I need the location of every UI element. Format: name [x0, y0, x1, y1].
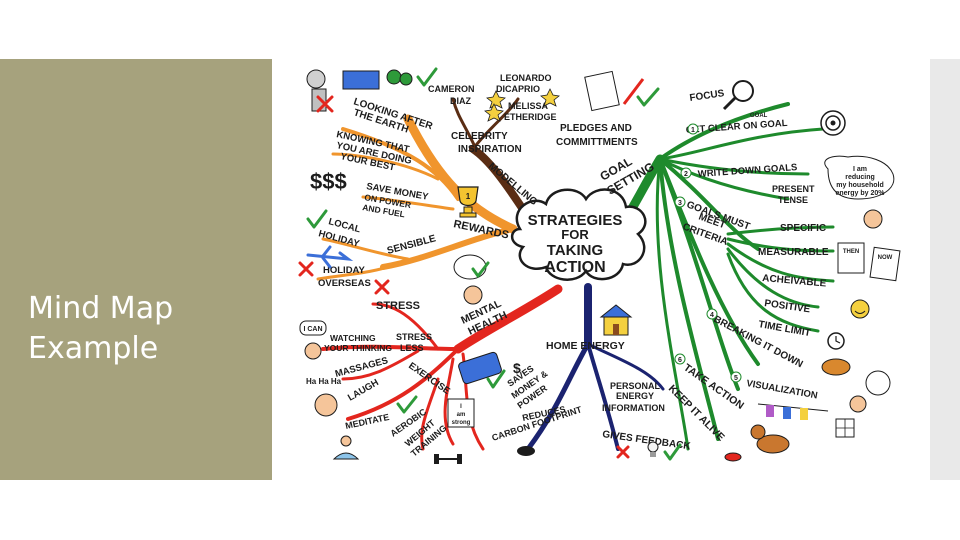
bread-icon [821, 358, 851, 376]
strong-note-3: strong [452, 420, 471, 426]
strong-note-1: I [460, 404, 462, 410]
center-line-2: FOR [561, 227, 589, 242]
orange-branches [316, 114, 518, 281]
label-now: NOW [878, 255, 893, 261]
label-holiday-overseas-1: HOLIDAY [323, 265, 366, 276]
label-exercise: EXERCISE [406, 360, 452, 397]
slide-title-line-2: Example [28, 331, 159, 366]
step-1: 1 [691, 127, 695, 134]
piggy-bank-icon [458, 351, 502, 385]
label-write-goals: WRITE DOWN GOALS [697, 162, 797, 180]
reducing-note-icon: I am reducing my household energy by 20% [824, 155, 895, 200]
label-stress-less-2: LESS [400, 343, 424, 353]
label-present: PRESENT [772, 184, 815, 194]
grid-map-icon [835, 418, 855, 438]
label-celebrity: CELEBRITY [451, 131, 508, 142]
navy-dollar: $ [513, 360, 521, 376]
meditating-person-icon [332, 435, 360, 460]
label-measurable: MEASURABLE [758, 247, 829, 258]
step-6: 6 [678, 357, 682, 364]
label-inspiration: INSPIRATION [458, 144, 522, 155]
reducing-note-2: reducing [845, 174, 875, 181]
step-5: 5 [734, 375, 738, 382]
target-icon [820, 110, 846, 136]
brown-branches [451, 97, 530, 218]
check-icons [306, 67, 682, 461]
label-i-can: I CAN [303, 326, 322, 333]
label-personal: PERSONAL [610, 381, 661, 391]
label-then: THEN [843, 249, 859, 255]
label-focus: FOCUS [689, 88, 726, 104]
title-panel: Mind Map Example [0, 59, 272, 480]
clipboard-icon [584, 70, 645, 112]
face-icon [304, 209, 883, 417]
step-2: 2 [684, 171, 688, 178]
trophy-number: 1 [466, 192, 471, 201]
label-specific: SPECIFIC [780, 223, 826, 234]
reducing-note-1: I am [853, 166, 867, 173]
trophy-icon: 1 [457, 186, 479, 218]
celeb-diaz: DIAZ [450, 96, 471, 106]
celeb-melissa: MELISSA [508, 101, 549, 111]
clock-icon [827, 332, 845, 350]
lightbulb-icon [647, 441, 659, 457]
label-visualization: VISUALIZATION [745, 378, 818, 401]
center-line-3: TAKING [547, 242, 603, 259]
center-node: STRATEGIES FOR TAKING ACTION [510, 188, 647, 281]
laundry-line-icon [757, 403, 829, 420]
label-stress: STRESS [376, 300, 420, 312]
label-tense: TENSE [778, 195, 808, 205]
label-watching: WATCHING [330, 333, 376, 343]
strong-note-icon: I am strong [447, 398, 475, 428]
label-information: INFORMATION [602, 403, 665, 413]
smiley-icon [850, 299, 870, 319]
airplane-icon [306, 245, 354, 269]
dollar-signs: $$$ [310, 169, 347, 194]
label-pledges: PLEDGES AND [560, 123, 632, 134]
label-holiday-overseas-2: OVERSEAS [318, 278, 371, 289]
celeb-cameron: CAMERON [428, 84, 475, 94]
thought-cloud-icon [865, 370, 891, 396]
label-haha: Ha Ha Ha [306, 377, 342, 386]
cross-icons [298, 95, 630, 459]
label-goal-small: GOAL [750, 113, 768, 119]
star-icons [484, 88, 560, 122]
step-3: 3 [678, 200, 682, 207]
celeb-leonardo: LEONARDO [500, 73, 552, 83]
label-home-energy: HOME ENERGY [546, 340, 625, 352]
slide-title-line-1: Mind Map [28, 291, 174, 326]
house-icon [599, 304, 633, 336]
strong-note-2: am [457, 412, 466, 418]
step-4: 4 [710, 312, 714, 319]
navy-branches [525, 283, 665, 452]
label-clear-goal: GET CLEAR ON GOAL [685, 118, 788, 136]
brown-labels: CAMERON DIAZ LEONARDO DICAPRIO MELISSA E… [428, 73, 560, 218]
center-line-1: STRATEGIES [528, 212, 623, 229]
magnifier-icon [722, 80, 754, 111]
label-energy: ENERGY [616, 391, 654, 401]
step-number-icons: 1 2 3 4 5 6 [674, 123, 742, 383]
label-your-thinking: YOUR THINKING [324, 343, 392, 353]
dog-icon [724, 424, 790, 462]
slide-title: Mind Map Example [28, 289, 173, 369]
center-line-4: ACTION [544, 259, 605, 276]
then-now-icon: THEN NOW [837, 242, 901, 282]
footprint-icon [517, 446, 535, 456]
celeb-dicaprio: DICAPRIO [496, 84, 540, 94]
label-stress-less-1: STRESS [396, 332, 432, 342]
reducing-note-3: my household [836, 182, 883, 189]
thought-bubble-icon [453, 254, 487, 280]
speech-bubble-icon: I CAN [299, 320, 327, 336]
label-committments: COMMITTMENTS [556, 137, 638, 148]
reducing-note-4: energy by 20% [835, 190, 885, 197]
celeb-etheridge: ETHERIDGE [504, 112, 557, 122]
label-achievable: ACHEIVABLE [762, 273, 827, 290]
weights-icon [434, 454, 462, 464]
label-laugh: LAUGH [346, 377, 381, 403]
scrollbar-track[interactable] [930, 59, 960, 480]
mind-map: STRATEGIES FOR TAKING ACTION LOOKING AFT… [298, 67, 901, 464]
label-meditate: MEDITATE [344, 412, 390, 431]
